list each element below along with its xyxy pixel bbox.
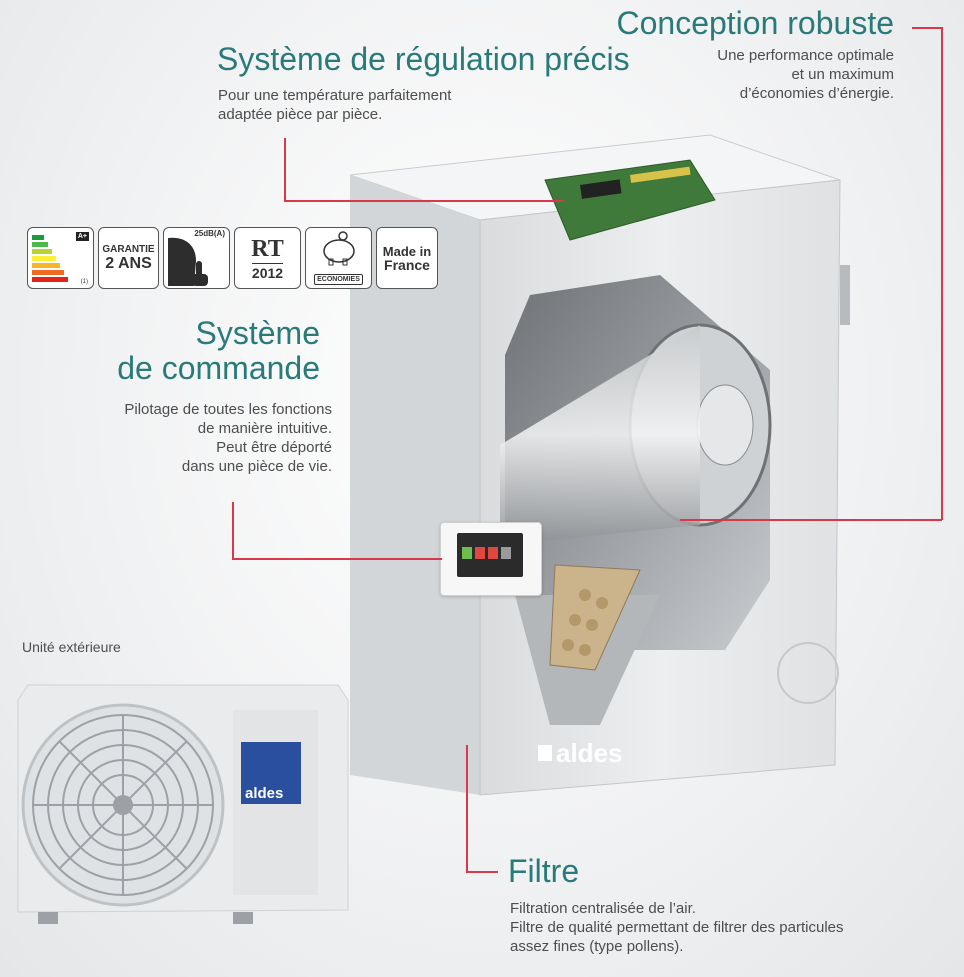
- commande-leader-line-h: [232, 558, 442, 560]
- outdoor-unit-image: aldes: [17, 684, 349, 924]
- conception-description: Une performance optimale et un maximum d…: [717, 46, 894, 103]
- commande-description: Pilotage de toutes les fonctions de mani…: [124, 400, 332, 476]
- filtre-desc-line: Filtration centralisée de l’air.: [510, 900, 696, 917]
- filtre-title: Filtre: [508, 853, 580, 889]
- filtre-leader-line-v: [466, 745, 468, 872]
- regulation-leader-line-h: [284, 200, 564, 202]
- commande-desc-line: Peut être déporté: [216, 439, 332, 456]
- energy-class: A+: [75, 232, 89, 241]
- made-in-france-badge: Made in France: [376, 227, 438, 289]
- commande-title-line: Système: [195, 315, 320, 351]
- rt-line1: RT: [251, 235, 284, 262]
- energy-label-badge: A+ (1): [27, 227, 94, 289]
- garantie-line1: GARANTIE: [102, 243, 155, 255]
- control-panel-screen: [457, 533, 523, 577]
- noise-badge: 25dB(A): [163, 227, 230, 289]
- economies-badge: ECONOMIES: [305, 227, 372, 289]
- conception-desc-line: d’économies d’énergie.: [739, 85, 894, 102]
- conception-leader-line-h2: [680, 519, 942, 521]
- commande-desc-line: dans une pièce de vie.: [181, 458, 332, 475]
- outdoor-brand-logo: aldes: [245, 785, 283, 802]
- energy-note: (1): [80, 279, 88, 285]
- control-panel-device: [440, 522, 542, 596]
- garantie-line2: 2 ANS: [105, 254, 152, 272]
- silence-person-icon: [168, 237, 208, 286]
- regulation-desc-line: adaptée pièce par pièce.: [218, 106, 383, 123]
- noise-level: 25dB(A): [194, 229, 225, 238]
- commande-desc-line: de manière intuitive.: [197, 420, 332, 437]
- indoor-brand-logo: aldes: [556, 738, 623, 768]
- commande-title-line: de commande: [117, 350, 320, 386]
- filtre-desc-line: Filtre de qualité permettant de filtrer …: [510, 919, 844, 936]
- indoor-unit-image: aldes: [349, 134, 850, 796]
- regulation-title: Système de régulation précis: [217, 41, 630, 77]
- made-line1: Made in: [382, 243, 432, 259]
- rt2012-badge: RT 2012: [234, 227, 301, 289]
- regulation-desc-line: Pour une température parfaitement: [218, 87, 452, 104]
- commande-desc-line: Pilotage de toutes les fonctions: [124, 401, 332, 418]
- regulation-description: Pour une température parfaitement adapté…: [218, 86, 451, 124]
- conception-title: Conception robuste: [616, 5, 894, 41]
- filtre-leader-line-h: [466, 871, 498, 873]
- made-line2: France: [384, 256, 430, 273]
- outdoor-unit-label: Unité extérieure: [22, 639, 121, 655]
- filtre-desc-line: assez fines (type pollens).: [510, 938, 684, 955]
- commande-leader-line-v: [232, 502, 234, 559]
- conception-leader-line-v: [941, 27, 943, 520]
- regulation-leader-line: [284, 138, 286, 200]
- rt-line2: 2012: [251, 262, 284, 281]
- commande-title: Système de commande: [117, 316, 320, 386]
- filtre-description: Filtration centralisée de l’air. Filtre …: [510, 899, 844, 956]
- piggy-bank-icon: [323, 231, 355, 266]
- conception-leader-line-h: [912, 27, 942, 29]
- conception-desc-line: Une performance optimale: [717, 47, 894, 64]
- conception-desc-line: et un maximum: [791, 66, 894, 83]
- economies-label: ECONOMIES: [314, 274, 363, 285]
- garantie-badge: GARANTIE 2 ANS: [98, 227, 159, 289]
